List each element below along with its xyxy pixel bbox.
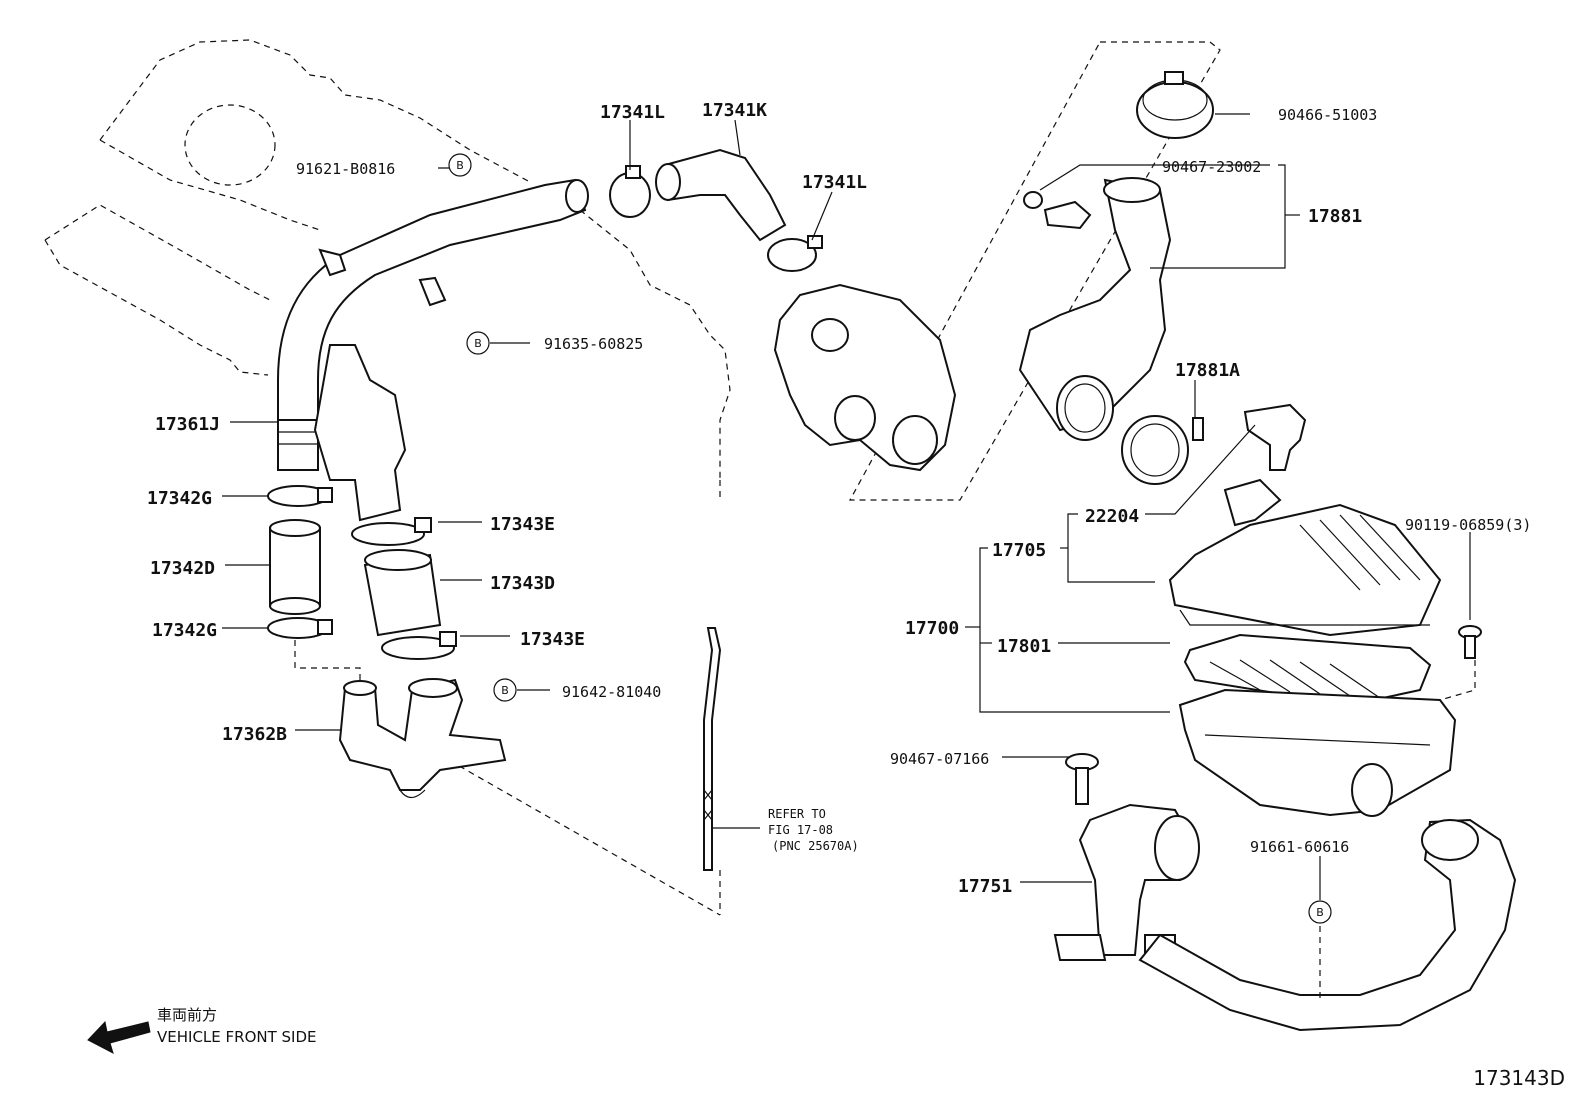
intake-hose-17881 xyxy=(1018,177,1172,441)
label-17881: 17881 xyxy=(1308,206,1362,227)
label-91621-B0816: 91621-B0816 xyxy=(296,160,395,178)
vehicle-front-japanese: 車両前方 xyxy=(157,1006,217,1024)
leader-lines xyxy=(222,113,1471,900)
label-91642-81040: 91642-81040 xyxy=(562,683,661,701)
bolt-marker-b-4: B xyxy=(1308,900,1332,924)
label-17362B: 17362B xyxy=(222,724,287,745)
label-17341K: 17341K xyxy=(702,100,767,121)
label-17342G-lower: 17342G xyxy=(152,620,217,641)
clamp-17881A xyxy=(1121,415,1204,485)
hose-17342D xyxy=(269,519,321,615)
label-17343D: 17343D xyxy=(490,573,555,594)
clamp-17343E-upper xyxy=(351,517,432,546)
svg-text:B: B xyxy=(1316,906,1324,919)
label-90466-51003: 90466-51003 xyxy=(1278,106,1377,124)
oil-level-guide xyxy=(703,627,722,871)
label-17341L-left: 17341L xyxy=(600,102,665,123)
vehicle-front-english: VEHICLE FRONT SIDE xyxy=(157,1028,317,1046)
label-17801: 17801 xyxy=(997,636,1051,657)
air-inlet-17751 xyxy=(1053,803,1200,961)
elbow-17362B xyxy=(338,678,507,799)
clamp-17341L-right xyxy=(767,235,823,272)
svg-text:B: B xyxy=(456,159,464,172)
reference-note-line2: FIG 17-08 xyxy=(768,823,833,837)
svg-text:B: B xyxy=(501,684,509,697)
air-inlet-duct-lower xyxy=(1138,818,1517,1032)
breather-hose-17361J xyxy=(277,178,589,471)
hose-17341K xyxy=(655,148,787,242)
label-17343E-lower: 17343E xyxy=(520,629,585,650)
hose-17343D xyxy=(363,549,442,637)
label-17705: 17705 xyxy=(992,540,1046,561)
reference-note-line1: REFER TO xyxy=(768,807,826,821)
air-cleaner-case xyxy=(1178,688,1457,817)
arrow-left-icon xyxy=(87,1020,151,1054)
label-90119-06859: 90119-06859(3) xyxy=(1405,516,1531,534)
figure-number: 173143D xyxy=(1473,1066,1565,1090)
guide-90119 xyxy=(1439,660,1476,701)
label-90467-23002: 90467-23002 xyxy=(1162,158,1261,176)
bolt-marker-b-3: B xyxy=(493,678,517,702)
label-17342D: 17342D xyxy=(150,558,215,579)
clamp-90466-51003 xyxy=(1136,71,1214,139)
reference-note-line3: (PNC 25670A) xyxy=(772,839,859,853)
clamp-17341L-left xyxy=(609,165,651,218)
clamp-17342G-upper xyxy=(267,485,333,507)
air-filter-element-17801 xyxy=(1183,633,1432,707)
label-17343E-upper: 17343E xyxy=(490,514,555,535)
label-17751: 17751 xyxy=(958,876,1012,897)
bolt-marker-b-1: B xyxy=(448,153,472,177)
label-17342G-upper: 17342G xyxy=(147,488,212,509)
clamp-17343E-lower xyxy=(381,631,457,660)
assembly-guide-line xyxy=(294,640,361,690)
vehicle-front-indicator: 車両前方 VEHICLE FRONT SIDE xyxy=(87,1006,317,1054)
intake-duct-upper xyxy=(313,344,407,522)
air-cleaner-cap-17705 xyxy=(1168,478,1442,637)
clamp-17342G-lower xyxy=(267,617,333,639)
throttle-body xyxy=(773,283,957,472)
bolt-90467-07166 xyxy=(1065,753,1099,805)
airflow-meter-22204 xyxy=(1243,403,1307,471)
bolt-90119-06859 xyxy=(1458,625,1482,659)
bolt-marker-b-2: B xyxy=(466,331,490,355)
label-17700: 17700 xyxy=(905,618,959,639)
label-91661-60616: 91661-60616 xyxy=(1250,838,1349,856)
engine-outline xyxy=(44,39,731,916)
label-17881A: 17881A xyxy=(1175,360,1240,381)
label-90467-07166: 90467-07166 xyxy=(890,750,989,768)
label-22204: 22204 xyxy=(1085,506,1139,527)
label-17341L-right: 17341L xyxy=(802,172,867,193)
svg-text:B: B xyxy=(474,337,482,350)
label-91635-60825: 91635-60825 xyxy=(544,335,643,353)
label-17361J: 17361J xyxy=(155,414,220,435)
